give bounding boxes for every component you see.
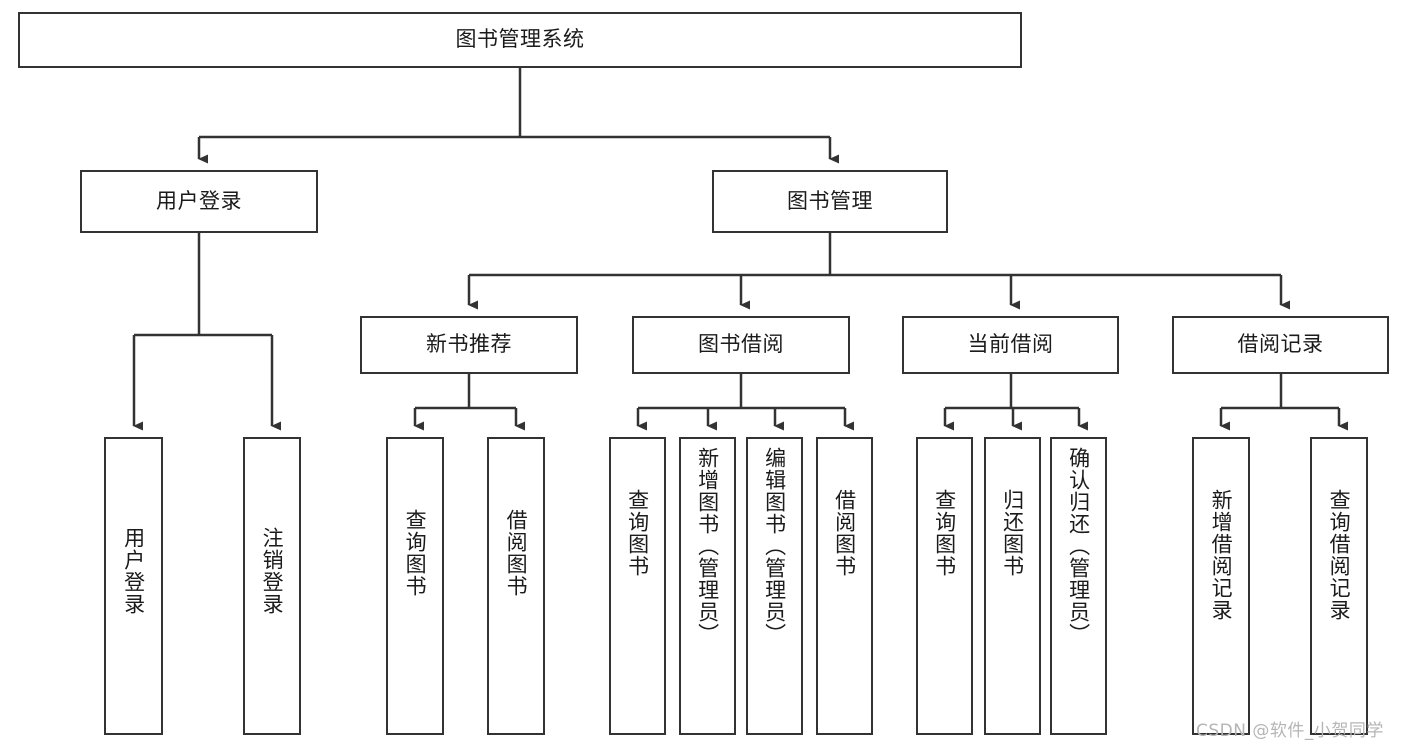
node-label: 借阅记录 [1237, 332, 1324, 357]
node-label: 图书管理 [787, 188, 873, 213]
node-label: 图书管理系统 [455, 27, 585, 52]
node-borrow-record[interactable]: 借阅记录 [1172, 316, 1389, 374]
node-label: 查询图书 [625, 489, 650, 577]
node-leaf-query-book-1[interactable]: 查询图书 [386, 437, 444, 735]
node-new-book-recommend[interactable]: 新书推荐 [360, 316, 578, 374]
node-label: 编辑图书（管理员） [762, 447, 787, 645]
node-leaf-add-borrow-record[interactable]: 新增借阅记录 [1192, 437, 1250, 735]
node-root[interactable]: 图书管理系统 [18, 12, 1022, 68]
node-leaf-logout[interactable]: 注销登录 [243, 437, 301, 735]
node-label: 新增借阅记录 [1209, 489, 1234, 621]
node-current-borrow[interactable]: 当前借阅 [902, 316, 1119, 374]
node-label: 用户登录 [156, 188, 242, 213]
node-label: 新增图书（管理员） [695, 447, 720, 645]
node-label: 归还图书 [1000, 489, 1025, 577]
node-leaf-borrow-book-2[interactable]: 借阅图书 [816, 437, 873, 735]
node-label: 确认归还（管理员） [1066, 447, 1091, 645]
node-leaf-borrow-book-1[interactable]: 借阅图书 [487, 437, 545, 735]
node-label: 查询图书 [932, 489, 957, 577]
node-label: 查询借阅记录 [1327, 489, 1352, 621]
node-book-borrow[interactable]: 图书借阅 [632, 316, 850, 374]
node-leaf-edit-book-admin[interactable]: 编辑图书（管理员） [746, 437, 803, 735]
node-leaf-query-borrow-record[interactable]: 查询借阅记录 [1310, 437, 1368, 735]
node-label: 注销登录 [260, 527, 285, 615]
csdn-watermark: CSDN @软件_小贺同学 [1196, 721, 1384, 741]
node-user-login[interactable]: 用户登录 [80, 170, 318, 233]
node-leaf-query-book-2[interactable]: 查询图书 [609, 437, 666, 735]
node-label: 借阅图书 [504, 509, 529, 597]
node-label: 新书推荐 [426, 332, 512, 357]
node-leaf-confirm-return-admin[interactable]: 确认归还（管理员） [1050, 437, 1107, 735]
node-leaf-query-book-3[interactable]: 查询图书 [916, 437, 973, 735]
node-label: 借阅图书 [832, 489, 857, 577]
node-label: 用户登录 [121, 527, 146, 615]
node-book-manage[interactable]: 图书管理 [712, 170, 948, 233]
node-label: 查询图书 [403, 509, 428, 597]
node-label: 当前借阅 [967, 332, 1054, 357]
node-leaf-add-book-admin[interactable]: 新增图书（管理员） [679, 437, 736, 735]
node-label: 图书借阅 [698, 332, 784, 357]
node-leaf-return-book[interactable]: 归还图书 [984, 437, 1041, 735]
node-leaf-user-login[interactable]: 用户登录 [104, 437, 163, 735]
